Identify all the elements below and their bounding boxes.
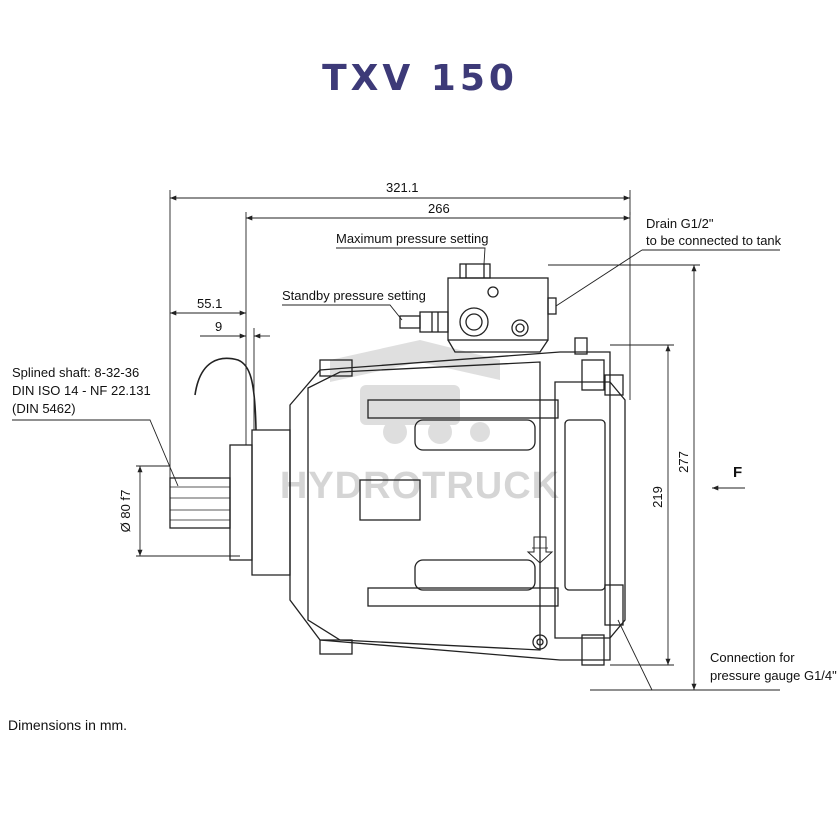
dim-overall-length: 321.1 xyxy=(386,180,419,195)
label-shaft-line3: (DIN 5462) xyxy=(12,401,76,416)
page-title: TXV 150 xyxy=(322,58,518,99)
label-standby-pressure: Standby pressure setting xyxy=(282,288,426,303)
label-drain-line1: Drain G1/2" xyxy=(646,216,714,231)
footnote-units: Dimensions in mm. xyxy=(8,717,128,733)
label-shaft-line1: Splined shaft: 8-32-36 xyxy=(12,365,140,380)
label-drain-line2: to be connected to tank xyxy=(646,233,782,248)
label-flow-arrow: F xyxy=(733,464,743,481)
dim-shaft-diameter: Ø 80 f7 xyxy=(118,490,133,533)
dim-shaft-length: 55.1 xyxy=(197,296,223,311)
label-max-pressure: Maximum pressure setting xyxy=(336,231,489,246)
control-valve xyxy=(399,263,557,353)
dim-height-277: 277 xyxy=(676,451,691,473)
label-shaft-line2: DIN ISO 14 - NF 22.131 xyxy=(12,383,151,398)
label-gauge-line2: pressure gauge G1/4" xyxy=(710,668,837,683)
dim-flange-offset: 9 xyxy=(215,319,223,334)
pump-body xyxy=(169,337,626,666)
dimension-lines xyxy=(12,190,780,691)
dim-height-219: 219 xyxy=(650,486,665,508)
label-gauge-line1: Connection for xyxy=(710,650,795,665)
dim-body-length: 266 xyxy=(428,201,450,216)
